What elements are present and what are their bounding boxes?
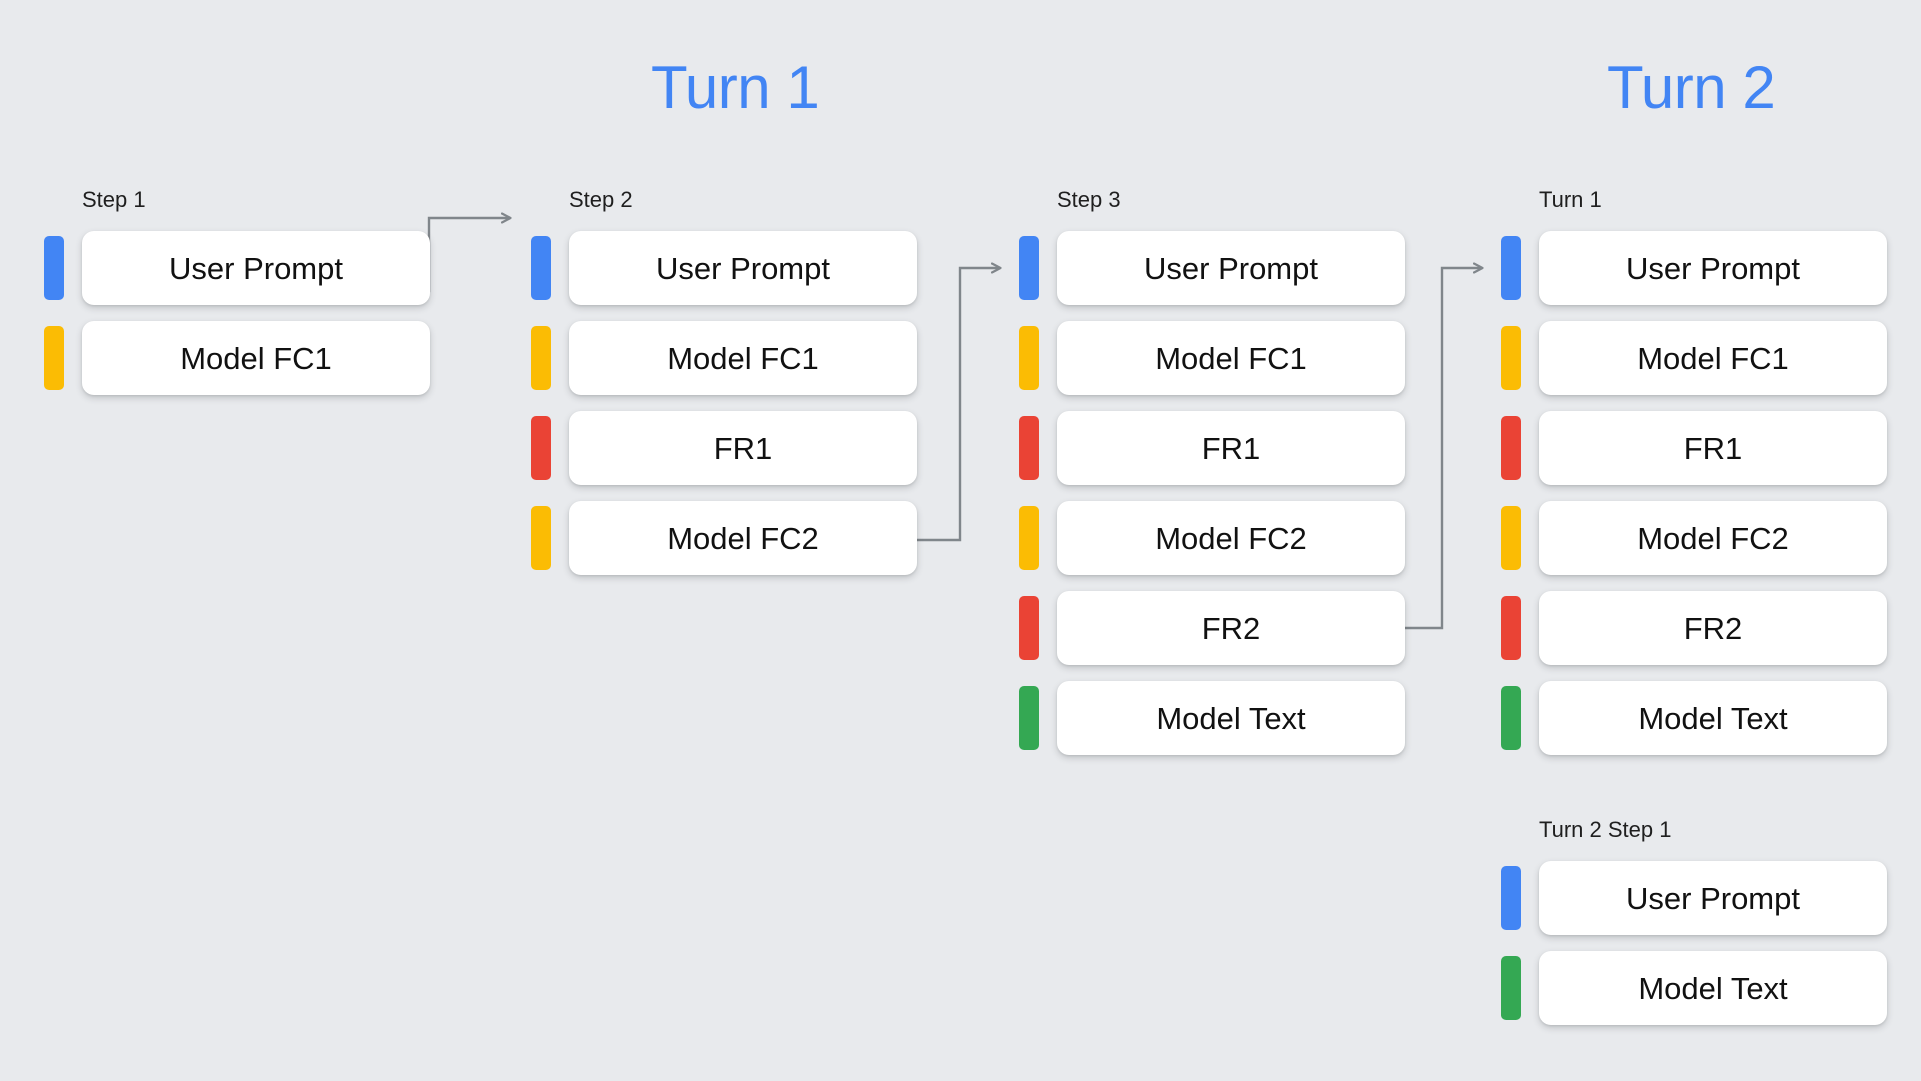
- message-card[interactable]: Model FC1: [1539, 321, 1887, 395]
- message-card-label: User Prompt: [656, 250, 830, 286]
- message-card[interactable]: FR1: [1057, 411, 1405, 485]
- message-card[interactable]: FR1: [1539, 411, 1887, 485]
- message-card-label: User Prompt: [1626, 880, 1800, 916]
- message-card-label: Model FC1: [1637, 340, 1789, 376]
- message-card-label: FR2: [1201, 610, 1261, 646]
- role-color-bar-yellow: [1019, 326, 1039, 390]
- role-color-bar-yellow: [44, 326, 64, 390]
- message-card[interactable]: Model FC1: [1057, 321, 1405, 395]
- column-label: Step 1: [82, 187, 146, 212]
- column-label: Step 3: [1057, 187, 1121, 212]
- role-color-bar-blue: [1019, 236, 1039, 300]
- message-card[interactable]: Model FC1: [569, 321, 917, 395]
- message-card[interactable]: User Prompt: [569, 231, 917, 305]
- role-color-bar-green: [1501, 956, 1521, 1020]
- connector-arrow-step3-to-turn2: [1402, 268, 1482, 630]
- message-card-label: Model Text: [1156, 700, 1306, 736]
- role-color-bar-green: [1501, 686, 1521, 750]
- column-label: Turn 2 Step 1: [1539, 817, 1672, 842]
- role-color-bar-red: [1501, 416, 1521, 480]
- role-color-bar-red: [1019, 416, 1039, 480]
- message-card[interactable]: User Prompt: [1539, 861, 1887, 935]
- role-color-bar-yellow: [1501, 326, 1521, 390]
- connector-arrow-step2-to-step3: [903, 268, 1000, 542]
- message-card[interactable]: Model FC2: [569, 501, 917, 575]
- message-card[interactable]: Model FC2: [1057, 501, 1405, 575]
- message-card-label: User Prompt: [1144, 250, 1318, 286]
- role-color-bar-blue: [1501, 236, 1521, 300]
- role-color-bar-blue: [44, 236, 64, 300]
- message-card-label: User Prompt: [169, 250, 343, 286]
- message-card[interactable]: FR2: [1539, 591, 1887, 665]
- role-color-bar-green: [1019, 686, 1039, 750]
- message-card-label: Model FC1: [667, 340, 819, 376]
- message-card[interactable]: Model FC1: [82, 321, 430, 395]
- column-label: Turn 1: [1539, 187, 1602, 212]
- message-card-label: FR1: [1201, 430, 1261, 466]
- role-color-bar-blue: [531, 236, 551, 300]
- role-color-bar-yellow: [531, 506, 551, 570]
- message-card-label: Model FC1: [1155, 340, 1307, 376]
- message-card[interactable]: FR1: [569, 411, 917, 485]
- turn-heading: Turn 2: [1607, 54, 1776, 121]
- message-card-label: FR1: [1683, 430, 1743, 466]
- message-card-label: Model FC2: [1155, 520, 1307, 556]
- message-card[interactable]: User Prompt: [1539, 231, 1887, 305]
- message-card[interactable]: Model Text: [1539, 951, 1887, 1025]
- message-card-label: Model Text: [1638, 970, 1788, 1006]
- message-card[interactable]: FR2: [1057, 591, 1405, 665]
- message-card-label: Model FC2: [1637, 520, 1789, 556]
- role-color-bar-yellow: [1501, 506, 1521, 570]
- message-card-label: FR1: [713, 430, 773, 466]
- message-card[interactable]: Model Text: [1539, 681, 1887, 755]
- message-card[interactable]: Model FC2: [1539, 501, 1887, 575]
- message-card-label: FR2: [1683, 610, 1743, 646]
- message-card[interactable]: User Prompt: [1057, 231, 1405, 305]
- role-color-bar-yellow: [1019, 506, 1039, 570]
- role-color-bar-blue: [1501, 866, 1521, 930]
- message-card-label: User Prompt: [1626, 250, 1800, 286]
- role-color-bar-red: [1019, 596, 1039, 660]
- message-card-label: Model FC1: [180, 340, 332, 376]
- message-card[interactable]: User Prompt: [82, 231, 430, 305]
- turn-heading: Turn 1: [651, 54, 820, 121]
- role-color-bar-red: [1501, 596, 1521, 660]
- message-card-label: Model FC2: [667, 520, 819, 556]
- message-card[interactable]: Model Text: [1057, 681, 1405, 755]
- column-label: Step 2: [569, 187, 633, 212]
- role-color-bar-yellow: [531, 326, 551, 390]
- role-color-bar-red: [531, 416, 551, 480]
- message-card-label: Model Text: [1638, 700, 1788, 736]
